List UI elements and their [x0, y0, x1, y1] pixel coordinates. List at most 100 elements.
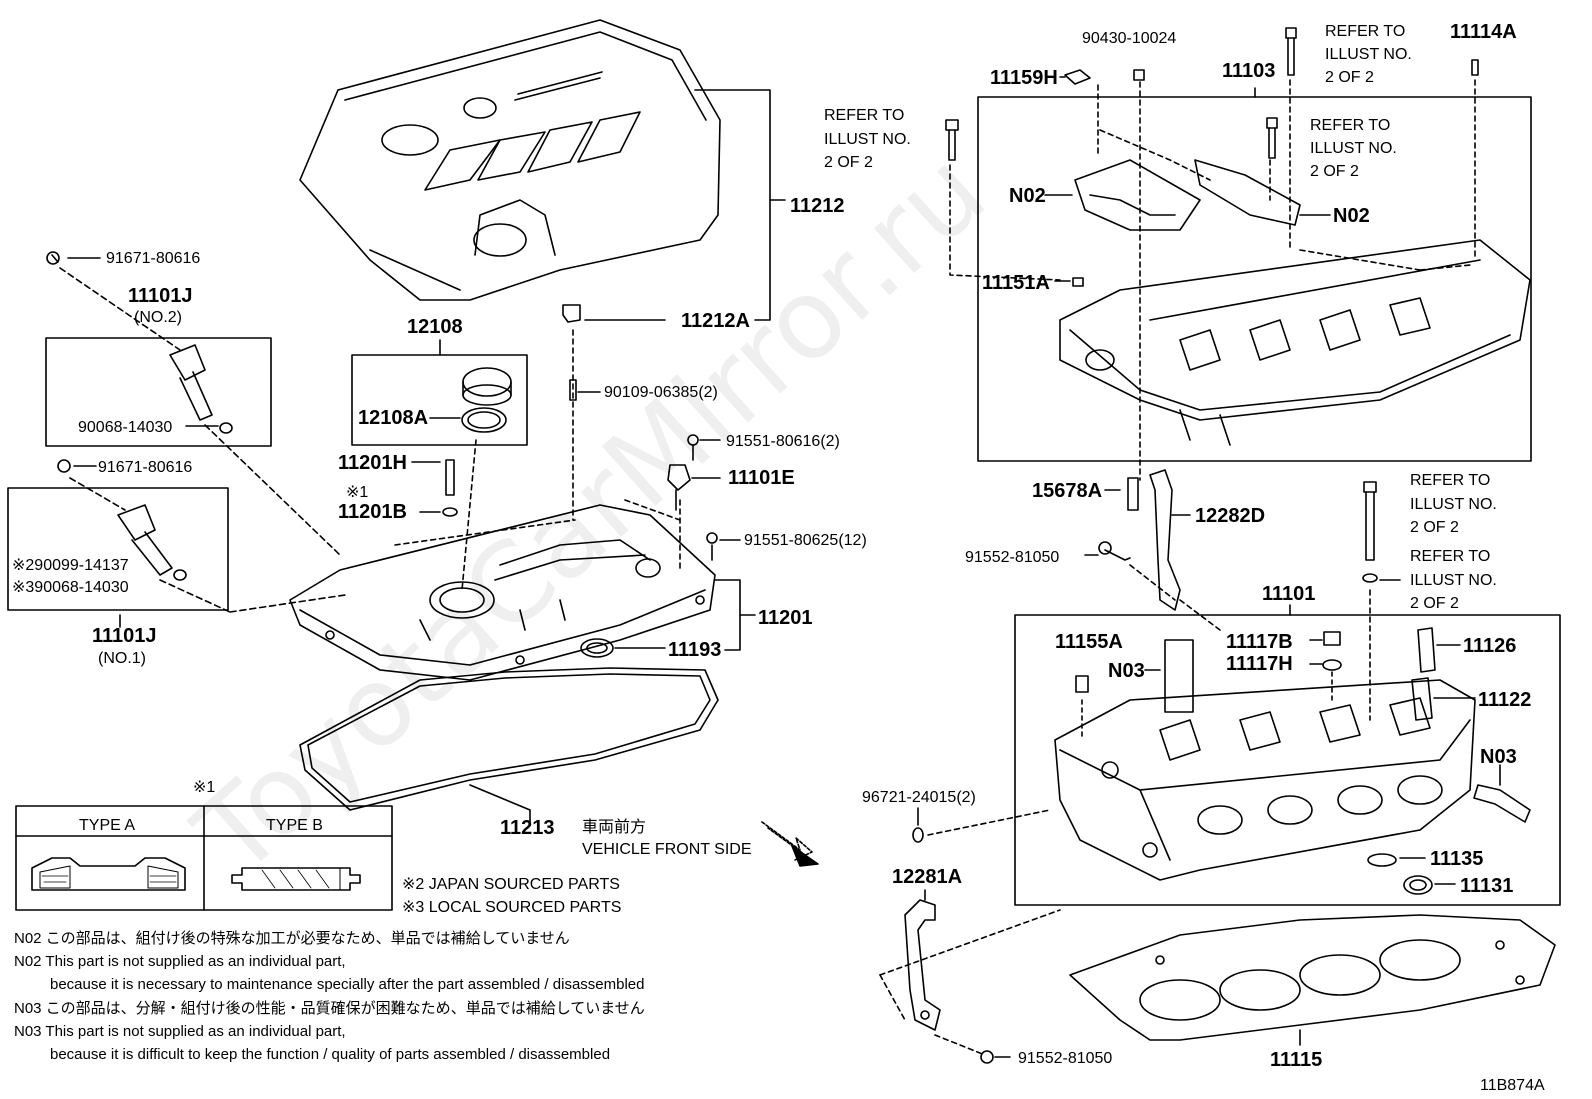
- bearing-cap-n02b-illustration: [1194, 159, 1301, 226]
- refer-note-5-line1: REFER TO: [1410, 548, 1490, 565]
- label-96721: 96721-24015(2): [862, 789, 976, 806]
- label-90068-a: 90068-14030: [78, 419, 172, 436]
- cam-sensor-illustration: [667, 464, 691, 511]
- label-91551-a: 91551-80616(2): [726, 433, 840, 450]
- label-11101: 11101: [1262, 583, 1315, 605]
- label-n03-b: N03: [1480, 746, 1517, 768]
- refer-note-4-line3: 2 OF 2: [1410, 519, 1459, 536]
- label-11131: 11131: [1460, 875, 1513, 897]
- label-11193: 11193: [668, 639, 721, 661]
- label-12282D: 12282D: [1195, 505, 1265, 527]
- label-11122: 11122: [1478, 689, 1531, 711]
- label-11126: 11126: [1463, 635, 1516, 657]
- label-11135: 11135: [1430, 848, 1483, 870]
- label-90109: 90109-06385(2): [604, 384, 718, 401]
- direction-jp: 車両前方: [582, 818, 646, 836]
- head-cover-gasket-illustration: [299, 667, 719, 811]
- label-n03-a: N03: [1108, 660, 1145, 682]
- label-90430: 90430-10024: [1082, 30, 1176, 47]
- vehicle-front-arrow-icon: [761, 821, 819, 867]
- refer-note-4-line2: ILLUST NO.: [1410, 496, 1497, 513]
- label-11101J-no1-sub: (NO.1): [98, 650, 146, 667]
- label-11117B: 11117B: [1226, 631, 1293, 653]
- note-n03-en-1: N03 This part is not supplied as an indi…: [14, 1023, 346, 1040]
- label-91552-a: 91552-81050: [965, 549, 1059, 566]
- label-11103: 11103: [1222, 60, 1275, 82]
- label-11151A: 11151A: [982, 272, 1050, 294]
- label-15678A: 15678A: [1032, 480, 1102, 502]
- engine-hanger-12282D-illustration: [1149, 469, 1181, 611]
- refer-note-3-line1: REFER TO: [1310, 117, 1390, 134]
- note-n02-jp: N02 この部品は、組付け後の特殊な加工が必要なため、単品では補給していません: [14, 930, 570, 947]
- type-a-section-illustration: [31, 857, 186, 891]
- label-11101E: 11101E: [728, 467, 795, 489]
- label-11101J-no2-sub: (NO.2): [134, 309, 182, 326]
- label-91671-a: 91671-80616: [106, 250, 200, 267]
- label-12108: 12108: [407, 316, 463, 338]
- bearing-cap-n02a-illustration: [1074, 159, 1201, 231]
- label-11155A: 11155A: [1055, 631, 1123, 653]
- refer-note-4-line1: REFER TO: [1410, 472, 1490, 489]
- cylinder-head-cover-illustration: [289, 504, 716, 681]
- type-table-mark: ※1: [193, 779, 215, 796]
- label-91552-b: 91552-81050: [1018, 1050, 1112, 1067]
- note-n02-en-1: N02 This part is not supplied as an indi…: [14, 953, 346, 970]
- cylinder-head-illustration: [1054, 679, 1476, 881]
- label-90068-b: ※390068-14030: [12, 579, 129, 596]
- figure-id: 11B874A: [1480, 1077, 1545, 1094]
- label-mark1: ※1: [346, 484, 368, 501]
- label-12108A: 12108A: [358, 407, 428, 429]
- refer-note-1-line1: REFER TO: [1325, 23, 1405, 40]
- type-a-header: TYPE A: [79, 817, 135, 834]
- label-n02-a: N02: [1009, 185, 1046, 207]
- sourcing-japan: ※2 JAPAN SOURCED PARTS: [402, 876, 620, 893]
- ocv-no2-illustration: [169, 344, 233, 434]
- refer-note-1-line3: 2 OF 2: [1325, 69, 1374, 86]
- label-11101J-no1: 11101J: [92, 625, 157, 647]
- label-11101J-no2: 11101J: [128, 285, 193, 307]
- refer-note-2-line3: 2 OF 2: [824, 154, 873, 171]
- refer-note-3-line3: 2 OF 2: [1310, 163, 1359, 180]
- bolt-11103-illustration: [1285, 27, 1297, 76]
- grommet-illustration: [562, 304, 581, 401]
- type-b-section-illustration: [231, 867, 361, 891]
- note-n03-en-2: because it is difficult to keep the func…: [50, 1046, 610, 1063]
- camshaft-housing-illustration: [1059, 239, 1531, 446]
- refer-note-2-line1: REFER TO: [824, 107, 904, 124]
- bolt-refer-2-illustration: [1266, 117, 1278, 159]
- refer-note-1-line2: ILLUST NO.: [1325, 46, 1412, 63]
- refer-note-5-line2: ILLUST NO.: [1410, 572, 1497, 589]
- label-11213: 11213: [500, 817, 555, 839]
- note-n02-en-2: because it is necessary to maintenance s…: [50, 976, 644, 993]
- engine-hanger-12281A-illustration: [904, 899, 941, 1031]
- type-b-header: TYPE B: [266, 817, 323, 834]
- refer-note-2-line2: ILLUST NO.: [824, 131, 911, 148]
- label-11159H: 11159H: [990, 67, 1058, 89]
- label-11201B: 11201B: [338, 501, 407, 523]
- label-11201: 11201: [758, 607, 813, 629]
- label-12281A: 12281A: [892, 866, 962, 888]
- oil-filler-cap-illustration: [461, 367, 512, 433]
- note-n03-jp: N03 この部品は、分解・組付け後の性能・品質確保が困難なため、単品では補給して…: [14, 999, 645, 1017]
- label-91551-b: 91551-80625(12): [744, 532, 867, 549]
- label-11115: 11115: [1270, 1049, 1322, 1071]
- label-11212: 11212: [790, 195, 845, 217]
- sourcing-local: ※3 LOCAL SOURCED PARTS: [402, 899, 621, 916]
- label-11201H: 11201H: [338, 452, 407, 474]
- head-gasket-illustration: [1069, 914, 1556, 1041]
- bolt-refer-1-illustration: [945, 119, 959, 161]
- label-11117H: 11117H: [1226, 653, 1293, 675]
- label-90099: ※290099-14137: [12, 557, 129, 574]
- label-n02-b: N02: [1333, 205, 1370, 227]
- refer-note-3-line2: ILLUST NO.: [1310, 140, 1397, 157]
- plug-11114A-illustration: [1471, 59, 1479, 76]
- label-11114A: 11114A: [1450, 21, 1517, 43]
- ocv-no1-illustration: [117, 504, 187, 581]
- refer-note-5-line3: 2 OF 2: [1410, 595, 1459, 612]
- label-91671-b: 91671-80616: [98, 459, 192, 476]
- direction-en: VEHICLE FRONT SIDE: [582, 841, 752, 858]
- engine-cover-illustration: [299, 19, 721, 301]
- label-11212A: 11212A: [681, 310, 750, 332]
- watermark: ToyotaCarMirror.ru: [171, 127, 1010, 900]
